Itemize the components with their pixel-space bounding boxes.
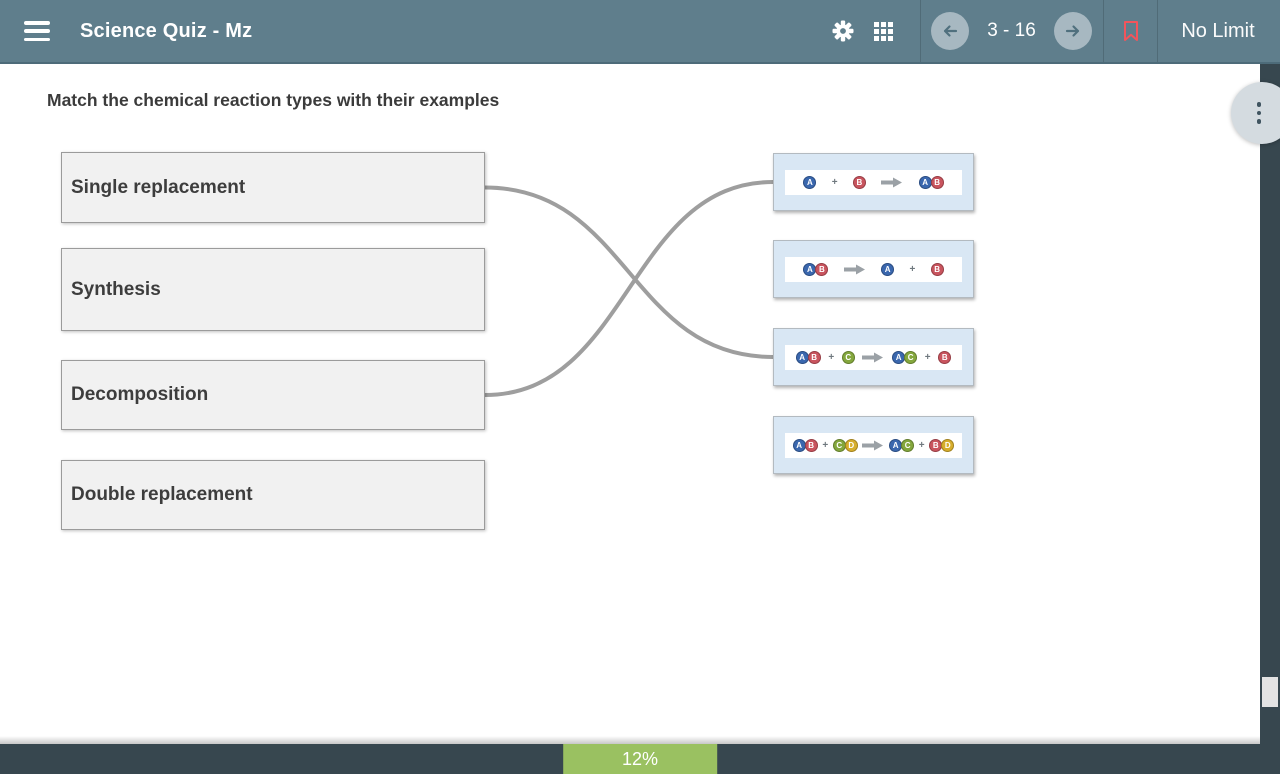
question-range: 3 - 16 <box>987 20 1036 41</box>
atom-a: A <box>803 175 817 189</box>
bookmark-button[interactable] <box>1118 0 1144 62</box>
match-term-label: Single replacement <box>71 176 246 198</box>
reaction-arrow-icon <box>862 352 884 362</box>
atom-b: B <box>815 262 829 276</box>
match-term-synthesis[interactable]: Synthesis <box>61 248 485 331</box>
plus-sign: + <box>909 263 916 275</box>
match-term-double-replacement[interactable]: Double replacement <box>61 460 485 530</box>
menu-button[interactable] <box>24 21 50 41</box>
molecule-b: B <box>852 175 866 189</box>
header-divider <box>920 0 921 62</box>
match-connection-line <box>483 185 775 359</box>
atom-a: A <box>792 438 806 452</box>
reaction-arrow-icon <box>862 440 884 450</box>
arrow-right-icon <box>1065 25 1080 37</box>
match-term-decomposition[interactable]: Decomposition <box>61 360 485 430</box>
progress-label: 12% <box>621 749 659 769</box>
atom-d: D <box>844 438 858 452</box>
atom-b: B <box>929 438 943 452</box>
question-area: Match the chemical reaction types with t… <box>0 64 1260 744</box>
atom-b: B <box>930 175 944 189</box>
atom-c: C <box>901 438 915 452</box>
reaction-arrow-icon <box>843 264 865 274</box>
app-header: Science Quiz - Mz 3 - 16 <box>0 0 1280 64</box>
atom-b: B <box>938 350 952 364</box>
gear-icon <box>832 20 854 42</box>
molecule-c: C <box>841 350 855 364</box>
hamburger-icon <box>24 21 50 25</box>
app-title: Science Quiz - Mz <box>80 20 253 42</box>
header-divider <box>1157 0 1158 62</box>
bookmark-icon <box>1124 21 1138 41</box>
plus-sign: + <box>822 439 829 451</box>
settings-button[interactable] <box>830 0 856 62</box>
reaction-arrow-icon <box>881 177 903 187</box>
progress-bar: 12% <box>563 744 717 774</box>
scrollbar-thumb[interactable] <box>1262 677 1278 707</box>
timer-status: No Limit <box>1181 20 1255 42</box>
atom-c: C <box>832 438 846 452</box>
prev-question-button[interactable] <box>931 12 969 50</box>
atom-b: B <box>807 350 821 364</box>
question-grid-button[interactable] <box>870 0 896 62</box>
atom-c: C <box>841 350 855 364</box>
bottom-bar: 12% <box>0 744 1280 774</box>
match-term-label: Decomposition <box>71 384 209 405</box>
molecule-a: A <box>881 262 895 276</box>
scrollbar-track[interactable] <box>1260 64 1280 744</box>
arrow-left-icon <box>943 25 958 37</box>
plus-sign: + <box>924 351 931 363</box>
more-options-button[interactable] <box>1231 82 1280 144</box>
next-question-button[interactable] <box>1054 12 1092 50</box>
plus-sign: + <box>828 351 835 363</box>
match-term-label: Synthesis <box>71 278 161 300</box>
question-prompt: Match the chemical reaction types with t… <box>47 90 500 110</box>
match-connection-line <box>483 180 775 397</box>
kebab-menu-icon <box>1256 102 1262 124</box>
atom-a: A <box>889 438 903 452</box>
atom-a: A <box>881 262 895 276</box>
atom-c: C <box>904 350 918 364</box>
atom-d: D <box>941 438 955 452</box>
plus-sign: + <box>831 176 838 188</box>
atom-b: B <box>852 175 866 189</box>
match-term-label: Double replacement <box>71 484 253 505</box>
atom-a: A <box>803 262 817 276</box>
atom-a: A <box>918 175 932 189</box>
atom-a: A <box>795 350 809 364</box>
match-term-single-replacement[interactable]: Single replacement <box>61 152 485 223</box>
atom-b: B <box>804 438 818 452</box>
atom-a: A <box>892 350 906 364</box>
atom-b: B <box>930 262 944 276</box>
molecule-b: B <box>930 262 944 276</box>
molecule-a: A <box>803 175 817 189</box>
header-divider <box>1103 0 1104 62</box>
molecule-b: B <box>938 350 952 364</box>
plus-sign: + <box>918 439 925 451</box>
grid-icon <box>873 21 893 41</box>
